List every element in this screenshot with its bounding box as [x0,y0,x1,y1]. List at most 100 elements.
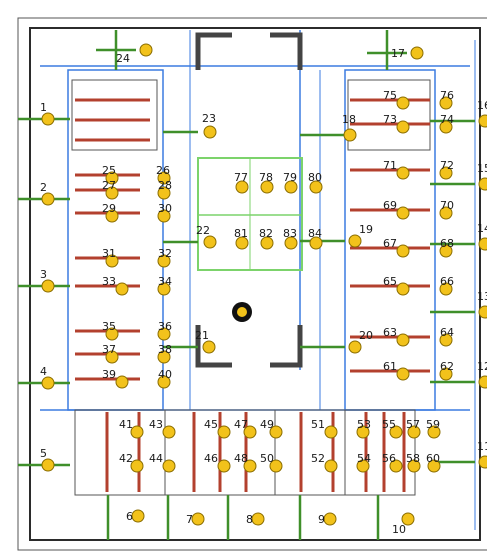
node-label-27: 27 [102,179,116,192]
node-label-47: 47 [234,418,248,431]
node-label-12: 12 [477,360,487,373]
node-label-70: 70 [440,199,454,212]
node-80 [309,180,323,194]
node-label-7: 7 [186,513,193,526]
outer-wall-inner [17,17,487,551]
node-label-51: 51 [311,418,325,431]
node-76 [439,96,453,110]
node-label-68: 68 [440,237,454,250]
node-label-43: 43 [149,418,163,431]
node-74 [439,120,453,134]
central-wall-bottom [195,325,303,368]
node-label-66: 66 [440,275,454,288]
node-37 [105,350,119,364]
node-label-24: 24 [116,52,130,65]
node-68 [439,244,453,258]
node-label-3: 3 [40,268,47,281]
node-label-2: 2 [40,181,47,194]
node-label-55: 55 [382,418,396,431]
node-7 [191,512,205,526]
outer-wall [29,27,481,541]
node-label-48: 48 [234,452,248,465]
node-58 [407,459,421,473]
node-36 [157,327,171,341]
node-label-46: 46 [204,452,218,465]
node-6 [131,509,145,523]
node-32 [157,254,171,268]
node-label-14: 14 [477,222,487,235]
node-label-74: 74 [440,113,454,126]
node-27 [105,186,119,200]
node-label-42: 42 [119,452,133,465]
node-label-23: 23 [202,112,216,125]
node-65 [396,282,410,296]
node-label-60: 60 [426,452,440,465]
node-label-32: 32 [158,247,172,260]
node-label-52: 52 [311,452,325,465]
node-label-33: 33 [102,275,116,288]
node-label-16: 16 [477,99,487,112]
central-wall-top [195,32,303,70]
node-label-9: 9 [318,513,325,526]
node-label-41: 41 [119,418,133,431]
node-73 [396,120,410,134]
node-13 [478,305,487,319]
node-33 [115,282,129,296]
node-39 [115,375,129,389]
stall-block-right-top [347,79,431,151]
node-label-22: 22 [196,224,210,237]
node-41 [130,425,144,439]
node-48 [243,459,257,473]
node-label-59: 59 [426,418,440,431]
node-55 [389,425,403,439]
node-label-37: 37 [102,343,116,356]
node-label-10: 10 [392,523,406,536]
node-53 [356,425,370,439]
node-label-80: 80 [308,171,322,184]
node-24 [139,43,153,57]
node-label-39: 39 [102,368,116,381]
node-label-69: 69 [383,199,397,212]
node-26 [157,171,171,185]
node-84 [309,236,323,250]
node-label-30: 30 [158,202,172,215]
node-67 [396,244,410,258]
node-42 [130,459,144,473]
node-label-17: 17 [391,47,405,60]
node-label-31: 31 [102,247,116,260]
node-label-76: 76 [440,89,454,102]
node-label-64: 64 [440,326,454,339]
node-label-29: 29 [102,202,116,215]
node-14 [478,237,487,251]
node-label-1: 1 [40,101,47,114]
node-31 [105,254,119,268]
node-16 [478,114,487,128]
node-79 [284,180,298,194]
node-49 [269,425,283,439]
center-column-core [237,307,247,317]
node-label-73: 73 [383,113,397,126]
stall-block-left-top [71,79,158,151]
node-label-20: 20 [359,329,373,342]
node-label-19: 19 [359,223,373,236]
node-69 [396,206,410,220]
node-52 [324,459,338,473]
node-label-49: 49 [260,418,274,431]
node-label-28: 28 [158,179,172,192]
node-label-84: 84 [308,227,322,240]
node-50 [269,459,283,473]
node-64 [439,333,453,347]
node-63 [396,333,410,347]
node-20 [348,340,362,354]
node-label-83: 83 [283,227,297,240]
node-60 [427,459,441,473]
node-17 [410,46,424,60]
node-44 [162,459,176,473]
node-2 [41,192,55,206]
node-30 [157,209,171,223]
rail-group [75,98,430,492]
node-46 [217,459,231,473]
node-label-62: 62 [440,360,454,373]
node-35 [105,327,119,341]
node-label-67: 67 [383,237,397,250]
